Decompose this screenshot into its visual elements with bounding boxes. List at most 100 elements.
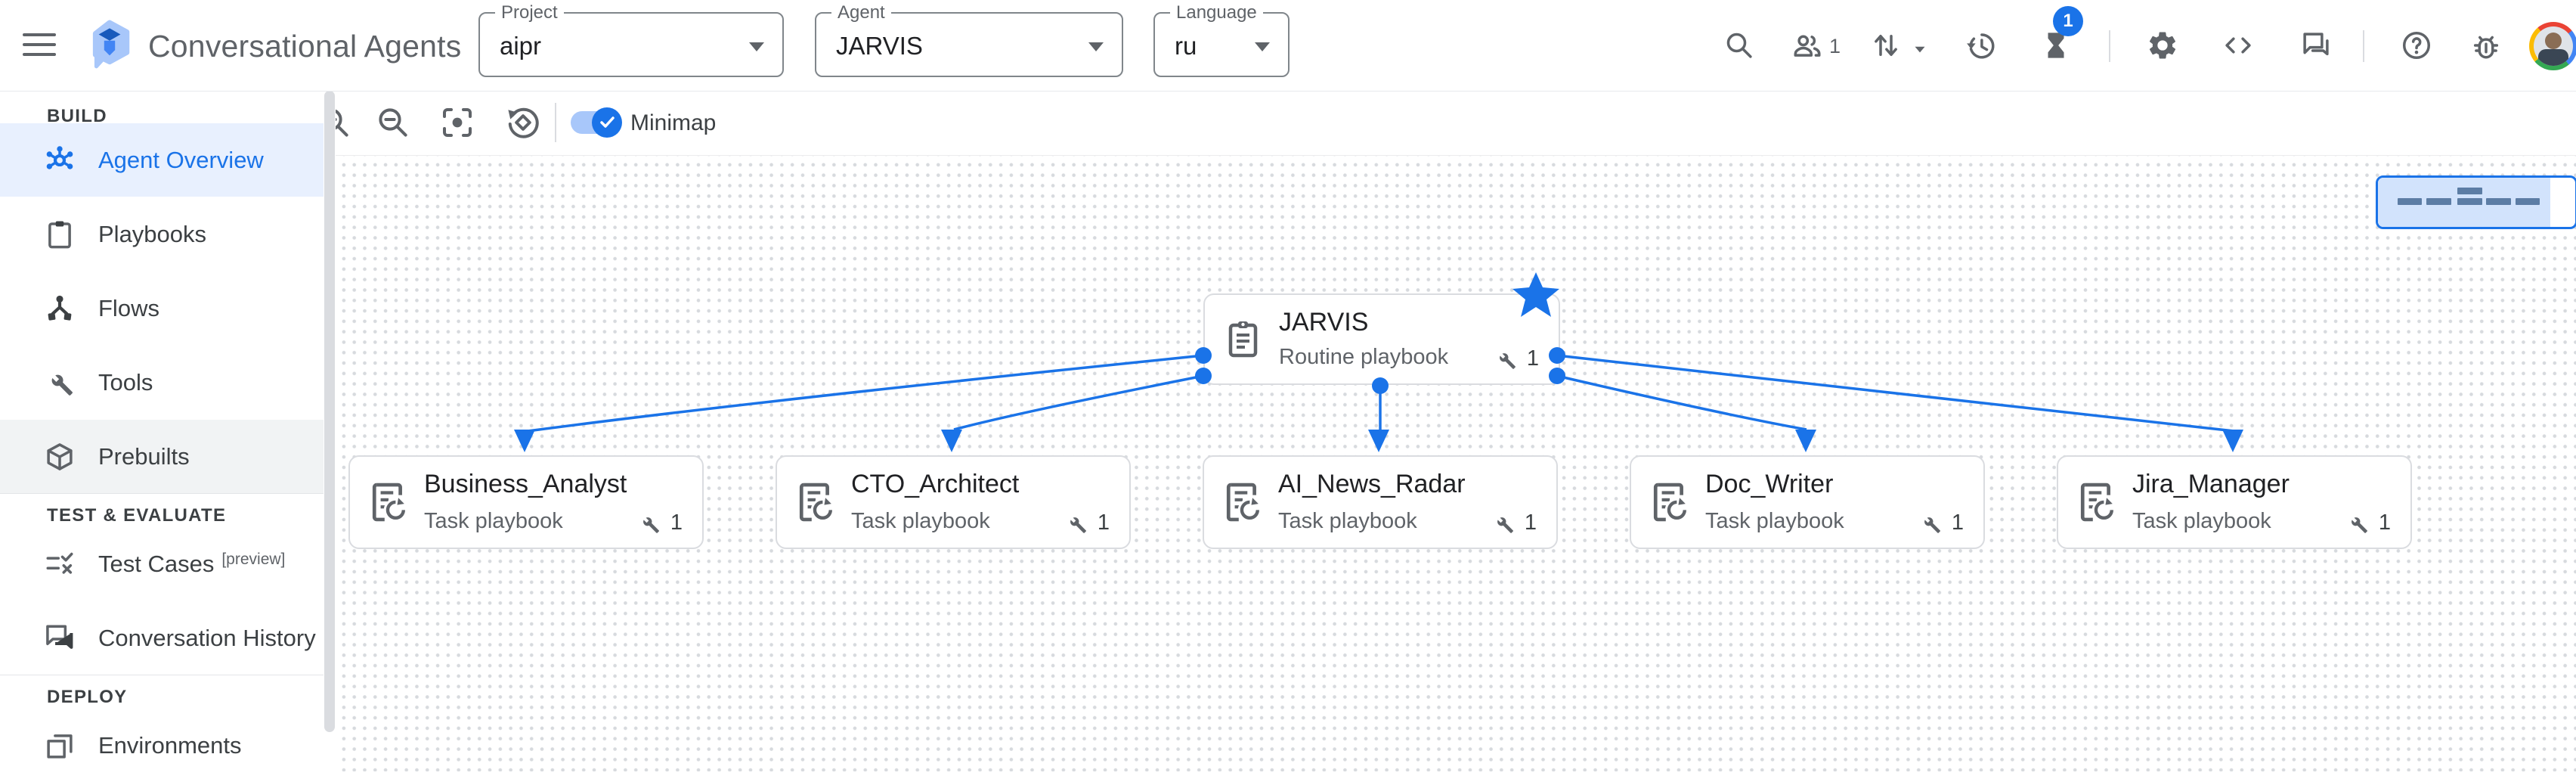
environments-layers-icon <box>44 730 76 762</box>
import-export-icon[interactable] <box>1870 29 1902 61</box>
sidebar-item-label: Test Cases[preview] <box>98 550 286 577</box>
divider <box>0 493 324 494</box>
prebuilts-box-icon <box>44 441 76 473</box>
minimap-toggle[interactable] <box>571 107 622 138</box>
node-subtitle: Task playbook <box>1278 509 1417 533</box>
language-selector[interactable]: Language ru <box>1153 2 1290 77</box>
toggle-thumb-check-icon <box>592 107 622 138</box>
tool-count: 1 <box>637 510 683 535</box>
user-avatar[interactable] <box>2529 22 2576 70</box>
sidebar-item-test-cases[interactable]: Test Cases[preview] <box>0 527 324 600</box>
settings-gear-icon[interactable] <box>2147 29 2178 61</box>
agent-graph-canvas[interactable]: Minimap JARVIS Rout <box>320 91 2576 771</box>
agent-overview-hub-icon <box>44 144 76 176</box>
sidebar-item-playbooks[interactable]: Playbooks <box>0 197 324 271</box>
wrench-icon <box>1499 352 1516 369</box>
test-cases-rule-icon <box>44 548 76 580</box>
sidebar-item-flows[interactable]: Flows <box>0 272 324 345</box>
wrench-icon <box>2351 517 2367 533</box>
minimap-node-bar <box>2457 198 2482 205</box>
reset-view-icon[interactable] <box>505 104 541 141</box>
tool-count: 1 <box>2345 510 2391 535</box>
tool-count-value: 1 <box>1097 510 1110 535</box>
agent-selector-value: JARVIS <box>836 32 923 60</box>
sidebar-item-environments[interactable]: Environments <box>0 709 324 782</box>
node-card-jarvis[interactable]: JARVIS Routine playbook 1 <box>1203 293 1560 385</box>
section-build: BUILD <box>47 106 107 126</box>
tool-count: 1 <box>1491 510 1537 535</box>
app-header: Conversational Agents Project aipr Agent… <box>0 0 2576 92</box>
node-subtitle: Task playbook <box>851 509 990 533</box>
search-icon[interactable] <box>1723 29 1755 61</box>
section-test-evaluate: TEST & EVALUATE <box>47 505 227 526</box>
tools-wrench-icon <box>44 367 76 399</box>
change-history-icon[interactable] <box>1965 29 1997 61</box>
pending-changes-badge: 1 <box>2053 6 2083 36</box>
pending-changes-icon[interactable] <box>2040 29 2072 61</box>
zoom-out-icon[interactable] <box>375 104 411 141</box>
node-title: Doc_Writer <box>1705 470 1834 498</box>
sidebar-item-label: Conversation History <box>98 624 316 651</box>
sidebar-item-label: Prebuilts <box>98 442 190 470</box>
section-deploy: DEPLOY <box>47 687 128 707</box>
node-subtitle: Routine playbook <box>1279 345 1449 369</box>
task-playbook-icon <box>2078 481 2116 523</box>
sidebar-item-conversation-history[interactable]: Conversation History <box>0 601 324 675</box>
wrench-icon <box>1924 517 1940 533</box>
center-focus-icon[interactable] <box>439 104 475 141</box>
share-users-count: 1 <box>1829 35 1841 57</box>
node-card-cto-architect[interactable]: CTO_Architect Task playbook 1 <box>776 455 1131 549</box>
node-card-doc-writer[interactable]: Doc_Writer Task playbook 1 <box>1630 455 1985 549</box>
tool-count-value: 1 <box>1524 510 1537 535</box>
node-card-business-analyst[interactable]: Business_Analyst Task playbook 1 <box>348 455 704 549</box>
node-card-ai-news-radar[interactable]: AI_News_Radar Task playbook 1 <box>1203 455 1558 549</box>
preview-tag: [preview] <box>221 550 286 568</box>
tool-count-value: 1 <box>2378 510 2391 535</box>
minimap-node-bar <box>2398 198 2422 205</box>
sidebar-item-label: Tools <box>98 368 153 396</box>
wrench-icon <box>642 517 659 533</box>
code-icon[interactable] <box>2222 29 2254 61</box>
share-users-icon[interactable] <box>1791 29 1823 61</box>
chevron-down-icon <box>1255 42 1270 51</box>
wrench-icon <box>1070 517 1086 533</box>
menu-icon[interactable] <box>23 33 56 57</box>
project-selector-value: aipr <box>500 32 542 60</box>
node-title: Business_Analyst <box>424 470 627 498</box>
sidebar-item-label: Flows <box>98 294 159 321</box>
divider <box>2109 30 2110 62</box>
help-icon[interactable] <box>2401 29 2432 61</box>
conversation-history-chat-icon <box>44 622 76 654</box>
divider <box>2363 30 2364 62</box>
scrollbar-thumb[interactable] <box>324 91 335 732</box>
tool-count: 1 <box>1064 510 1110 535</box>
default-playbook-star-icon <box>1512 272 1559 317</box>
app-logo-icon <box>92 20 130 69</box>
task-playbook-icon <box>370 481 407 523</box>
avatar-photo <box>2534 26 2573 66</box>
language-selector-value: ru <box>1175 32 1197 60</box>
language-selector-label: Language <box>1170 2 1263 23</box>
node-subtitle: Task playbook <box>2132 509 2271 533</box>
task-playbook-icon <box>797 481 834 523</box>
minimap-node-bar <box>2486 198 2511 205</box>
agent-selector-label: Agent <box>831 2 891 23</box>
chevron-down-icon[interactable] <box>1910 39 1930 59</box>
minimap[interactable] <box>2376 175 2576 229</box>
sidebar-item-label: Playbooks <box>98 220 207 247</box>
feedback-chat-icon[interactable] <box>2300 29 2332 61</box>
sidebar-item-label: Agent Overview <box>98 146 264 173</box>
tool-count-value: 1 <box>1951 510 1964 535</box>
node-card-jira-manager[interactable]: Jira_Manager Task playbook 1 <box>2057 455 2412 549</box>
project-selector[interactable]: Project aipr <box>478 2 784 77</box>
node-title: Jira_Manager <box>2132 470 2290 498</box>
minimap-toggle-label: Minimap <box>630 110 717 135</box>
task-playbook-icon <box>1651 481 1689 523</box>
agent-selector[interactable]: Agent JARVIS <box>815 2 1123 77</box>
bug-report-icon[interactable] <box>2470 29 2502 61</box>
sidebar-item-prebuilts[interactable]: Prebuilts <box>0 420 324 493</box>
sidebar-item-tools[interactable]: Tools <box>0 346 324 419</box>
sidebar-item-agent-overview[interactable]: Agent Overview <box>0 123 324 197</box>
divider <box>555 103 556 142</box>
